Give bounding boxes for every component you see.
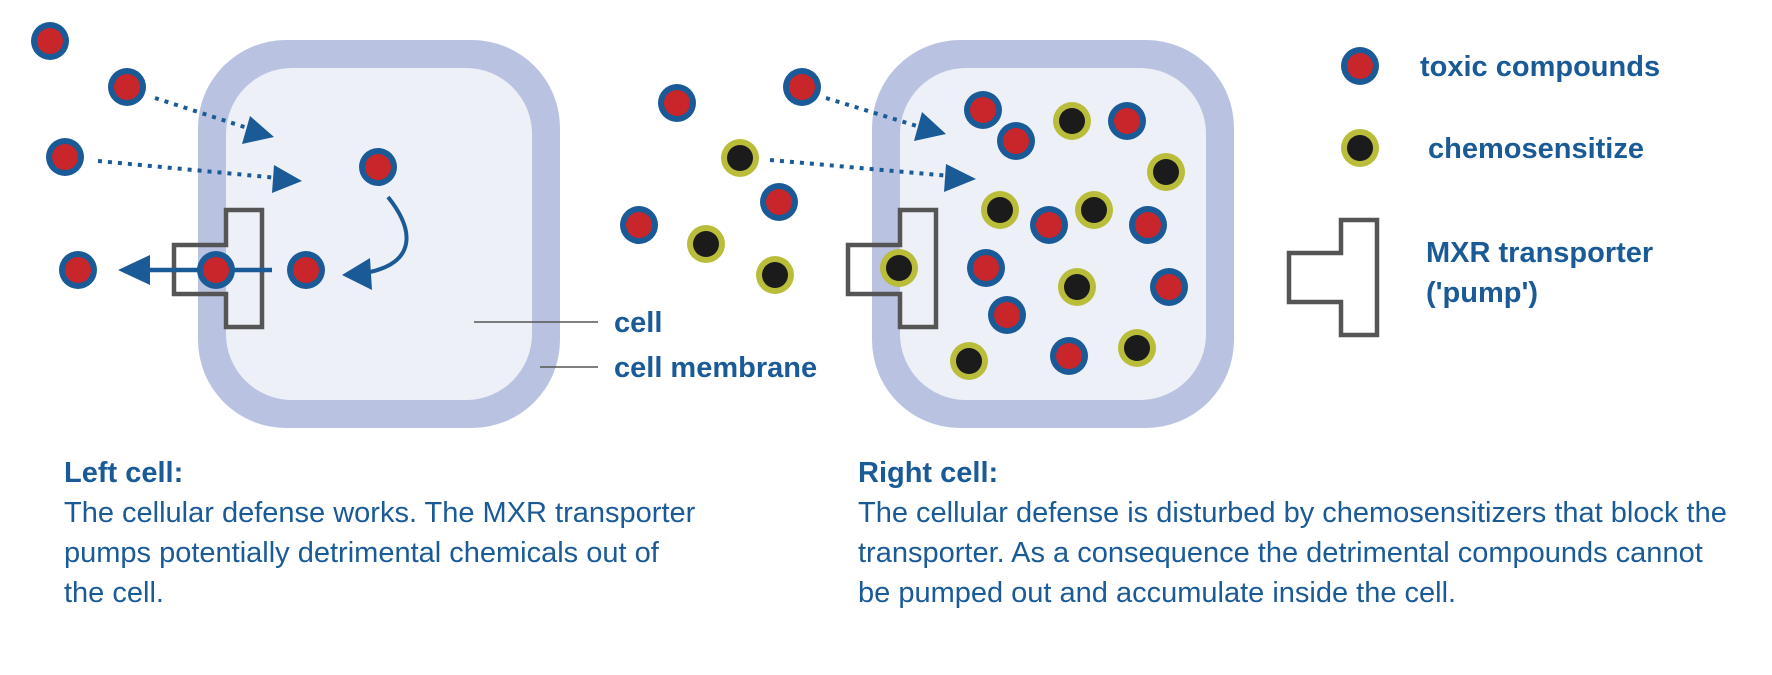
- right-caption-body: The cellular defense is disturbed by che…: [858, 497, 1727, 609]
- right-arrows: [769, 96, 976, 192]
- legend-toxic-label: toxic compounds: [1420, 51, 1660, 83]
- influx-arrowhead-2: [272, 165, 302, 193]
- toxic-compound-icon: [1050, 337, 1088, 375]
- toxic-compound-icon: [31, 22, 69, 60]
- right-cell-caption: Right cell: The cellular defense is dist…: [858, 453, 1738, 613]
- legend-toxic-icon: [1341, 47, 1379, 85]
- curved-arrow: [369, 195, 409, 274]
- influx-arrowhead-3: [914, 112, 946, 141]
- chemosensitizer-icon: [1075, 191, 1113, 229]
- left-arrows: [97, 96, 409, 290]
- chemosensitizer-icon: [880, 249, 918, 287]
- left-mxr-transporter: [171, 207, 265, 330]
- curved-arrowhead: [342, 258, 372, 290]
- toxic-compound-icon: [1150, 268, 1188, 306]
- efflux-arrowhead: [118, 255, 150, 285]
- influx-arrow-2: [97, 159, 279, 180]
- toxic-compound-icon: [967, 249, 1005, 287]
- chemosensitizer-icon: [756, 256, 794, 294]
- influx-arrowhead-4: [944, 164, 976, 192]
- chemosensitizer-icon: [950, 342, 988, 380]
- toxic-compound-icon: [46, 138, 84, 176]
- legend-transporter-label-line2: ('pump'): [1426, 277, 1538, 309]
- toxic-compound-icon: [197, 251, 235, 289]
- toxic-compound-icon: [658, 84, 696, 122]
- left-caption-title: Left cell:: [64, 457, 184, 489]
- left-cell-cytoplasm: [226, 68, 532, 400]
- cell-membrane-label: cell membrane: [614, 352, 817, 384]
- chemosensitizer-icon: [1118, 329, 1156, 367]
- toxic-compound-icon: [620, 206, 658, 244]
- chemosensitizer-icon: [1058, 268, 1096, 306]
- left-cell-caption: Left cell: The cellular defense works. T…: [64, 453, 704, 613]
- toxic-compound-icon: [783, 68, 821, 106]
- toxic-compound-icon: [108, 68, 146, 106]
- right-caption-title: Right cell:: [858, 457, 999, 489]
- legend-transporter-label-line1: MXR transporter: [1426, 237, 1653, 269]
- legend-chemosensitizer-icon: [1341, 129, 1379, 167]
- toxic-compound-icon: [988, 296, 1026, 334]
- toxic-compound-icon: [59, 251, 97, 289]
- right-mxr-transporter: [845, 207, 939, 330]
- influx-arrow-3: [825, 96, 921, 129]
- legend-chemosensitizer-label: chemosensitize: [1428, 133, 1644, 165]
- toxic-compound-icon: [1030, 206, 1068, 244]
- toxic-compound-icon: [760, 183, 798, 221]
- toxic-compound-icon: [287, 251, 325, 289]
- chemosensitizer-icon: [1053, 102, 1091, 140]
- toxic-compound-icon: [964, 91, 1002, 129]
- toxic-compound-icon: [997, 122, 1035, 160]
- legend: toxic compounds chemosensitize MXR trans…: [1286, 47, 1660, 338]
- chemosensitizer-icon: [721, 139, 759, 177]
- toxic-compound-icon: [359, 148, 397, 186]
- chemosensitizer-icon: [1147, 153, 1185, 191]
- toxic-compound-icon: [1129, 206, 1167, 244]
- left-caption-body: The cellular defense works. The MXR tran…: [64, 497, 696, 609]
- influx-arrow-4: [769, 158, 951, 178]
- molecules: [31, 22, 1188, 380]
- chemosensitizer-icon: [687, 225, 725, 263]
- chemosensitizer-icon: [981, 191, 1019, 229]
- left-cell: [171, 40, 560, 428]
- toxic-compound-icon: [1108, 102, 1146, 140]
- legend-mxr-transporter-icon: [1286, 217, 1380, 338]
- influx-arrowhead-1: [242, 116, 274, 144]
- cell-label: cell: [614, 307, 662, 339]
